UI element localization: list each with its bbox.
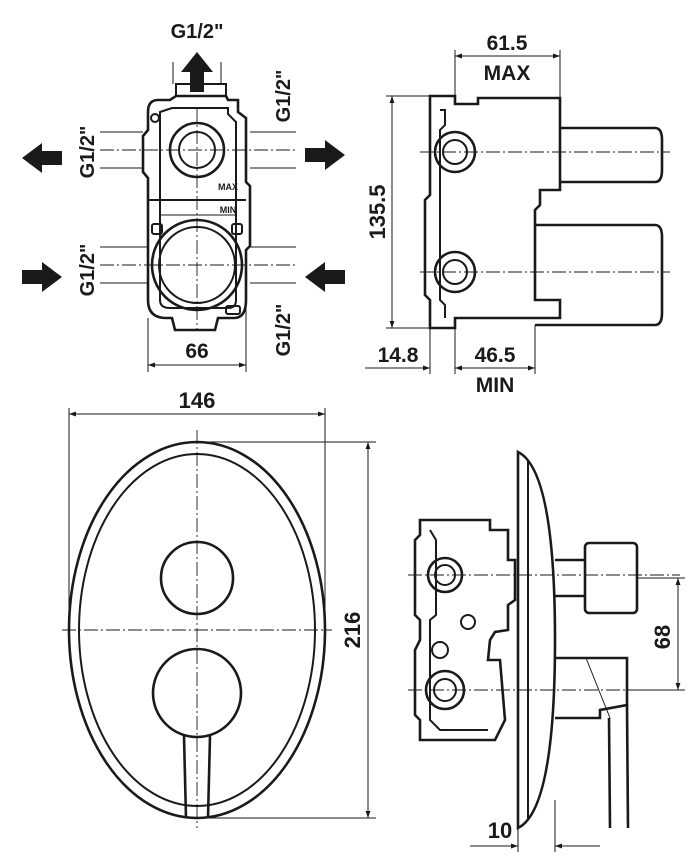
min-mark: MIN xyxy=(220,205,237,215)
side-body-outline xyxy=(423,94,562,330)
arrow-left-icon xyxy=(22,143,62,173)
valve-body-front-view: G1/2" G1/2" G1/2" G1/2" G1/2" MAX MIN 66 xyxy=(22,21,345,372)
dim-label-10: 10 xyxy=(488,818,512,843)
diverter-spindle xyxy=(555,558,585,598)
mixer-handle-base xyxy=(151,647,243,739)
dim-label-min: MIN xyxy=(476,374,515,397)
side-upper-cap xyxy=(560,126,664,184)
lever-body-side xyxy=(555,656,629,720)
arrow-right-icon xyxy=(305,140,345,170)
assembly-body-inner xyxy=(429,529,488,731)
side-lower-cap xyxy=(535,223,664,327)
assembly-small-port xyxy=(431,641,449,659)
arrow-up-icon xyxy=(181,52,213,92)
body-lug-left xyxy=(151,223,163,235)
dim-label-61-5: 61.5 xyxy=(487,32,528,55)
arrow-right-icon xyxy=(22,262,62,292)
lever-edge xyxy=(585,657,611,719)
dim-label-14-8: 14.8 xyxy=(378,344,419,367)
cover-plate-front-view: 146 216 xyxy=(62,388,376,828)
max-mark: MAX xyxy=(218,182,238,192)
body-screw-hole xyxy=(150,113,160,123)
dim-label-216: 216 xyxy=(340,612,365,649)
diverter-knob-side xyxy=(583,541,639,615)
assembly-screw-icon xyxy=(460,614,476,630)
valve-side-view: 61.5 MAX 135.5 14.8 46.5 MIN xyxy=(365,32,670,397)
assembly-side-view: 68 10 xyxy=(408,449,685,852)
valve-body-outline xyxy=(141,94,252,332)
dim-label-68: 68 xyxy=(650,625,675,649)
dim-label-66: 66 xyxy=(185,340,208,363)
valve-body-inner xyxy=(159,107,237,309)
body-tab xyxy=(225,305,241,315)
label-left-lower-port: G1/2" xyxy=(77,244,99,297)
arrow-left-icon xyxy=(305,262,345,292)
label-left-upper-port: G1/2" xyxy=(77,126,99,179)
dim-label-46-5: 46.5 xyxy=(475,344,516,367)
body-lug-right xyxy=(231,223,243,235)
mixer-lever xyxy=(182,735,212,819)
dim-label-135-5: 135.5 xyxy=(365,184,390,239)
dim-label-146: 146 xyxy=(179,388,216,413)
assembly-plate-profile xyxy=(516,449,557,831)
assembly-body-outline xyxy=(413,518,517,742)
label-right-upper-port: G1/2" xyxy=(273,70,295,123)
label-top-inlet: G1/2" xyxy=(171,21,224,43)
dim-label-max: MAX xyxy=(484,62,531,85)
label-right-lower-port: G1/2" xyxy=(273,304,295,357)
side-body-inner xyxy=(439,109,446,318)
lever-rod-side xyxy=(607,704,630,829)
